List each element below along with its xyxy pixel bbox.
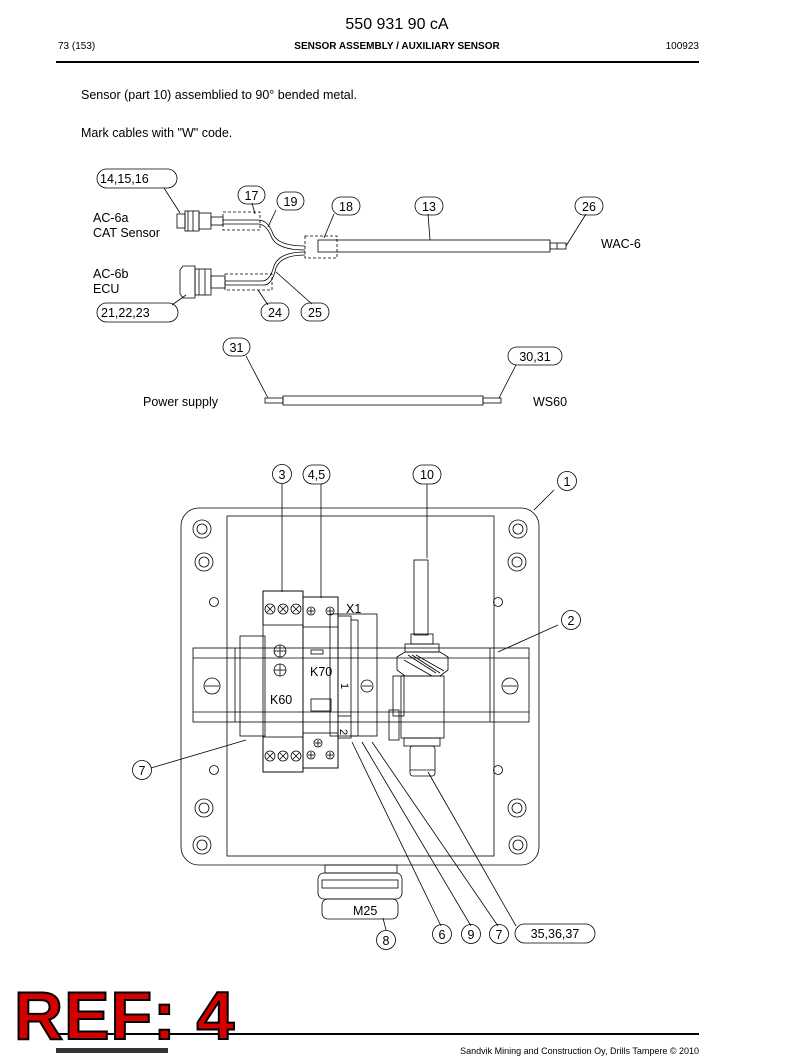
header-divider <box>56 61 699 63</box>
cable-marking-note: Mark cables with "W" code. <box>81 126 233 140</box>
label-terminal-2: 2 <box>337 729 349 735</box>
shrink-sleeve-24 <box>224 273 273 291</box>
callout-text-4-5: 4,5 <box>308 468 325 482</box>
callout-1 <box>557 471 577 491</box>
copyright-text: Sandvik Mining and Construction Oy, Dril… <box>460 1046 699 1056</box>
callout-text-14: 14,15,16 <box>100 172 149 186</box>
label-ac6a: AC-6a <box>93 211 128 225</box>
callout-text-7-right: 7 <box>496 928 503 942</box>
callout-25 <box>300 302 330 322</box>
callout-4-5 <box>302 464 331 485</box>
callout-8 <box>376 930 396 950</box>
cable-wac6 <box>317 239 551 253</box>
callout-text-19: 19 <box>284 195 298 209</box>
callout-text-26: 26 <box>582 200 596 214</box>
label-ecu: ECU <box>93 282 119 296</box>
callout-31 <box>222 337 251 357</box>
callout-19 <box>276 191 305 211</box>
ac6b-connector-icon <box>179 265 226 299</box>
callout-text-25: 25 <box>308 306 322 320</box>
section-title: SENSOR ASSEMBLY / AUXILIARY SENSOR <box>294 41 500 52</box>
callout-text-30-31: 30,31 <box>519 350 550 364</box>
wire-ac6b <box>225 251 306 282</box>
callout-text-10: 10 <box>420 468 434 482</box>
label-ws60: WS60 <box>533 395 567 409</box>
callout-3 <box>272 464 292 484</box>
ac6a-connector-icon <box>176 210 224 232</box>
label-k70: K70 <box>310 665 332 679</box>
callout-7-right <box>489 924 509 944</box>
callout-2 <box>561 610 581 630</box>
callout-text-21: 21,22,23 <box>101 306 150 320</box>
wire-ac6a <box>223 219 306 247</box>
splice-sleeve-18 <box>304 235 338 259</box>
callout-text-9: 9 <box>468 928 475 942</box>
callout-text-13: 13 <box>422 200 436 214</box>
sensor-box-drawing <box>132 464 596 950</box>
label-wac6: WAC-6 <box>601 237 641 251</box>
label-k60: K60 <box>270 693 292 707</box>
callout-text-24: 24 <box>268 306 282 320</box>
label-ac6b: AC-6b <box>93 267 128 281</box>
callout-text-3: 3 <box>279 468 286 482</box>
callout-text-31: 31 <box>230 341 244 355</box>
callout-10 <box>412 464 442 485</box>
callout-text-2: 2 <box>568 614 575 628</box>
document-number: 550 931 90 cA <box>345 16 449 33</box>
label-power-supply: Power supply <box>143 395 219 409</box>
relay-k60 <box>262 590 304 773</box>
callout-26 <box>574 196 604 216</box>
callout-text-7-left: 7 <box>139 764 146 778</box>
assembly-note: Sensor (part 10) assemblied to 90° bende… <box>81 88 357 102</box>
callout-7-left <box>132 760 152 780</box>
shrink-sleeve-17 <box>222 211 261 231</box>
page-number: 73 (153) <box>58 41 96 52</box>
callout-text-18: 18 <box>339 200 353 214</box>
relay-k70 <box>302 596 339 769</box>
callout-21-22-23 <box>96 302 179 323</box>
company-logo <box>56 1048 168 1053</box>
cable-ws60 <box>282 395 484 406</box>
callout-text-35-36-37: 35,36,37 <box>531 927 580 941</box>
cable-harness-drawing <box>96 168 604 323</box>
din-rail <box>192 647 530 723</box>
label-m25: M25 <box>353 904 377 918</box>
cable-end-26 <box>549 242 567 250</box>
callout-18 <box>331 196 361 216</box>
power-supply-cable-drawing <box>222 337 563 406</box>
sensor-part-10 <box>388 559 449 777</box>
label-x1: X1 <box>346 602 361 616</box>
reference-stamp: REF: 4 <box>13 978 236 1054</box>
terminal-strip-x1 <box>337 615 352 739</box>
callout-17 <box>237 185 266 205</box>
callout-9 <box>461 924 481 944</box>
document-date: 100923 <box>665 41 699 52</box>
callout-6 <box>432 924 452 944</box>
label-cat-sensor: CAT Sensor <box>93 226 160 240</box>
callout-text-1: 1 <box>564 475 571 489</box>
label-terminal-1: 1 <box>338 683 350 689</box>
callout-14-15-16 <box>96 168 178 189</box>
enclosure-inner <box>226 515 495 857</box>
callout-13 <box>414 196 444 216</box>
callout-35-36-37 <box>514 923 596 944</box>
callout-text-17: 17 <box>245 189 259 203</box>
callout-text-8: 8 <box>383 934 390 948</box>
cable-gland-m25 <box>317 864 403 920</box>
callout-30-31 <box>507 346 563 366</box>
callout-24 <box>260 302 290 322</box>
callout-text-6: 6 <box>439 928 446 942</box>
footer-divider <box>56 1033 699 1035</box>
